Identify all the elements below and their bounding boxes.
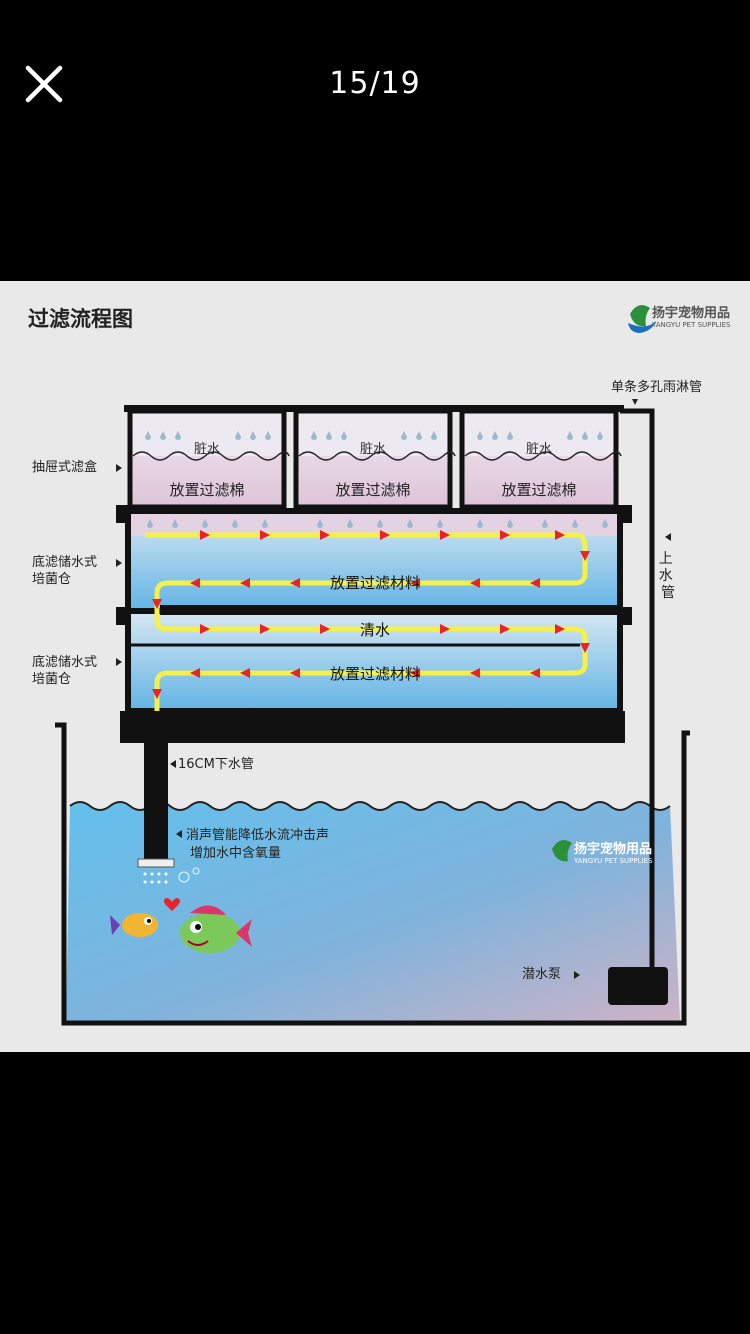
brand-cn: 扬宇宠物用品 xyxy=(652,305,730,321)
water-droplets xyxy=(145,431,608,528)
close-button[interactable] xyxy=(22,62,66,106)
bottom-filter-tier-1 xyxy=(116,505,632,614)
drawer-box-label: 抽屉式滤盒 xyxy=(32,459,97,475)
box-3-cotton-label: 放置过滤棉 xyxy=(501,481,576,499)
up-pipe xyxy=(620,408,655,971)
image-view[interactable]: 过滤流程图 扬宇宠物用品 YANGYU PET SUPPLIES xyxy=(0,281,750,1052)
figure-title: 过滤流程图 xyxy=(28,307,133,331)
viewer-top-bar: 15/19 xyxy=(0,0,750,170)
up-pipe-label: 上 水 管 xyxy=(659,551,677,601)
box-2-dirty-label: 脏水 xyxy=(360,442,386,457)
clean-water-label: 清水 xyxy=(360,621,390,639)
bottom-filter-2-label-line1: 底滤储水式 xyxy=(32,654,97,670)
down-pipe-label: 16CM下水管 xyxy=(178,757,254,772)
box-3-dirty-label: 脏水 xyxy=(526,442,552,457)
drawer-box-2 xyxy=(293,408,456,510)
brand-logo: 扬宇宠物用品 YANGYU PET SUPPLIES xyxy=(628,305,731,333)
box-1-dirty-label: 脏水 xyxy=(194,442,220,457)
watermark-en: YANGYU PET SUPPLIES xyxy=(573,857,653,865)
tier-1-material-label: 放置过滤材料 xyxy=(330,574,420,592)
rain-pipe-label: 单条多孔雨淋管 xyxy=(611,379,702,395)
brand-watermark: 扬宇宠物用品 YANGYU PET SUPPLIES xyxy=(552,840,653,865)
filtration-diagram: 过滤流程图 扬宇宠物用品 YANGYU PET SUPPLIES xyxy=(28,305,731,1026)
bottom-filter-1-label-line1: 底滤储水式 xyxy=(32,554,97,570)
tier-2-material-label: 放置过滤材料 xyxy=(330,665,420,683)
box-1-cotton-label: 放置过滤棉 xyxy=(169,481,244,499)
flow-path xyxy=(145,530,590,711)
brand-en: YANGYU PET SUPPLIES xyxy=(651,321,731,329)
muffler-label-line1: 消声管能降低水流冲击声 xyxy=(186,828,329,843)
main-tank xyxy=(55,722,690,1026)
close-icon xyxy=(25,65,63,103)
pump-label: 潜水泵 xyxy=(522,967,561,982)
bottom-filter-1-label-line2: 培菌仓 xyxy=(32,571,71,587)
filter-base xyxy=(120,711,625,743)
down-pipe xyxy=(137,743,200,884)
box-2-cotton-label: 放置过滤棉 xyxy=(335,481,410,499)
rain-pipe xyxy=(124,405,624,412)
up-pipe-arrow xyxy=(665,533,671,541)
drawer-box-3 xyxy=(459,408,622,510)
submersible-pump xyxy=(608,967,668,1005)
image-counter: 15/19 xyxy=(329,66,421,101)
bottom-filter-2-label-line2: 培菌仓 xyxy=(32,671,71,687)
fish-illustration xyxy=(110,898,252,953)
muffler-label-line2: 增加水中含氧量 xyxy=(190,845,281,861)
viewer-bottom-area xyxy=(0,1052,750,1334)
watermark-cn: 扬宇宠物用品 xyxy=(574,841,652,857)
